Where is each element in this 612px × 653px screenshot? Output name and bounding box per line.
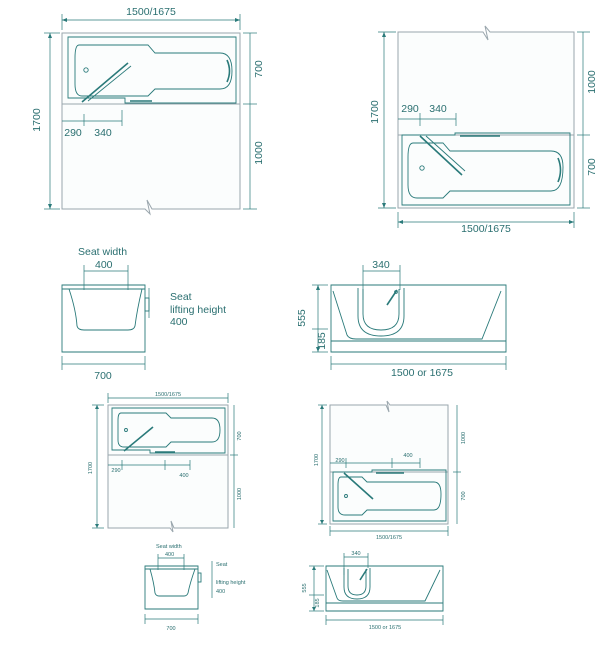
plan-length-label: 1700 (31, 108, 43, 132)
plan-width-label: 1500/1675 (376, 535, 402, 541)
upper-zone-label: 700 (237, 431, 243, 440)
depth-label: 700 (94, 370, 112, 382)
plan-right-large: 1500/1675 1700 1000 700 290 340 (369, 25, 598, 235)
door-label: 400 (403, 453, 412, 459)
door-label: 400 (179, 473, 188, 479)
upper-zone-label: 1000 (461, 432, 467, 444)
height-label: 555 (302, 583, 308, 592)
side-view-large: 340 555 185 1500 or 1675 (296, 259, 507, 379)
offset-label: 290 (401, 103, 419, 115)
plan-length-label: 1700 (369, 100, 381, 124)
plan-length-label: 1700 (314, 454, 320, 466)
lift-caption-1: Seat (170, 291, 192, 303)
plan-length-label: 1700 (88, 462, 94, 474)
offset-label: 290 (111, 468, 120, 474)
seat-width-caption: Seat width (156, 544, 182, 550)
plan-width-label: 1500/1675 (461, 223, 511, 235)
door-label: 340 (372, 259, 390, 271)
lower-zone-label: 700 (461, 491, 467, 500)
lift-value: 400 (170, 316, 188, 328)
seat-width-caption: Seat width (78, 246, 127, 258)
side-view-small: 340 555 185 1500 or 1675 (302, 551, 444, 631)
dimension-arrowheads (48, 18, 574, 611)
plan-width-label: 1500/1675 (126, 6, 176, 18)
upper-zone-label: 1000 (586, 70, 598, 94)
offset-label: 290 (64, 127, 82, 139)
door-label: 340 (94, 127, 112, 139)
end-view-large: Seat width 400 Seat lifting height 400 7… (61, 246, 226, 382)
lift-caption-2: lifting height (170, 304, 226, 316)
plan-right-small: 1500/1675 1700 1000 700 290 400 (314, 400, 467, 541)
end-view-small: Seat width 400 Seat lifting height 400 7… (144, 544, 246, 632)
seat-width-value: 400 (95, 259, 113, 271)
seat-width-value: 400 (165, 552, 174, 558)
depth-label: 700 (166, 626, 175, 632)
lower-zone-label: 700 (586, 158, 598, 176)
lower-zone-label: 1000 (237, 488, 243, 500)
plan-width-label: 1500/1675 (155, 392, 181, 398)
plan-left-small: 1500/1675 1700 700 1000 290 400 (88, 392, 243, 533)
offset-label: 290 (335, 458, 344, 464)
upper-zone-label: 700 (253, 60, 265, 78)
lower-zone-label: 1000 (253, 141, 265, 165)
step-label: 185 (315, 598, 321, 607)
height-label: 555 (296, 309, 308, 327)
lift-caption-1: Seat (216, 562, 228, 568)
lift-caption-2: lifting height (216, 580, 246, 586)
door-label: 340 (351, 551, 360, 557)
step-label: 185 (316, 332, 328, 350)
length-label: 1500 or 1675 (369, 625, 401, 631)
door-label: 340 (429, 103, 447, 115)
lift-value: 400 (216, 589, 225, 595)
length-label: 1500 or 1675 (391, 367, 453, 379)
plan-left-large: 1500/1675 1700 700 1000 290 340 (31, 6, 265, 216)
